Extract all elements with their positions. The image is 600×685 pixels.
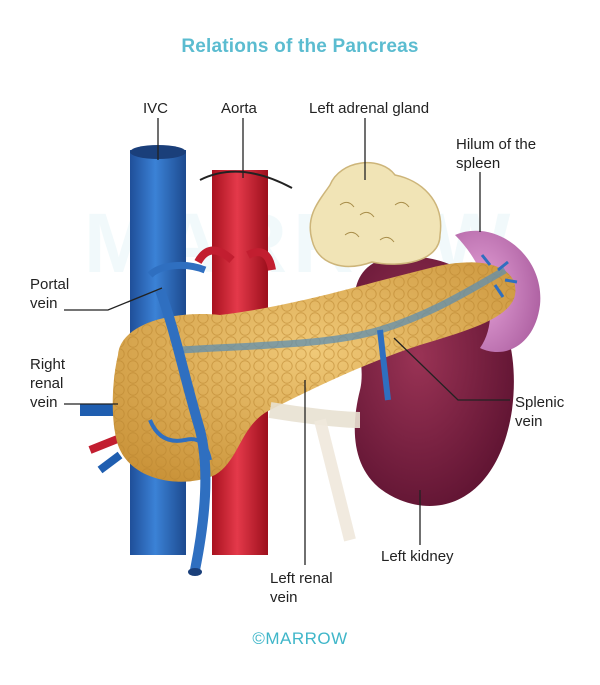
- label-aorta: Aorta: [221, 100, 257, 117]
- label-left-adrenal-gland: Left adrenal gland: [309, 100, 430, 117]
- diagram-title: Relations of the Pancreas: [181, 36, 419, 57]
- label-right-renal-vein: Right renal vein: [30, 355, 65, 412]
- label-right-renal-line-3: vein: [30, 394, 58, 411]
- label-hilum-of-spleen: Hilum of the spleen: [456, 135, 536, 173]
- label-ivc: IVC: [143, 100, 169, 117]
- label-left-renal-line-2: vein: [270, 589, 298, 606]
- label-left-kidney: Left kidney: [381, 548, 454, 565]
- splenic-vein: [179, 266, 507, 354]
- label-portal-vein: Portal vein: [30, 275, 69, 313]
- label-portal-line-1: Portal: [30, 276, 70, 293]
- label-left-renal-vein: Left renal vein: [270, 569, 333, 607]
- left-adrenal-gland: [309, 161, 442, 268]
- label-portal-line-2: vein: [30, 295, 58, 312]
- portal-vein: [155, 288, 211, 571]
- label-right-renal-line-2: renal: [30, 375, 64, 392]
- label-right-renal-line-1: Right: [30, 356, 66, 373]
- label-hilum-line-1: Hilum of the: [456, 136, 537, 153]
- brand-logo: ©MARROW: [252, 629, 348, 648]
- label-splenic-line-1: Splenic: [515, 394, 565, 411]
- label-hilum-line-2: spleen: [456, 155, 501, 172]
- label-splenic-vein: Splenic vein: [515, 393, 564, 431]
- label-left-renal-line-1: Left renal: [270, 570, 333, 587]
- label-splenic-line-2: vein: [515, 413, 543, 430]
